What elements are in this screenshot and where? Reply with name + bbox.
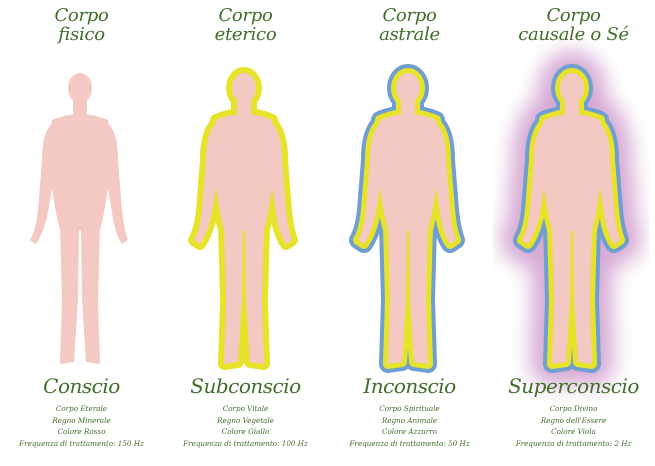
detail-line: Corpo Vitale — [164, 403, 327, 415]
detail-line: Frequenza di trattamento: 100 Hz — [164, 438, 327, 450]
panel-title: Corpo astrale — [328, 6, 491, 44]
detail-line: Regno Vegetale — [164, 415, 327, 427]
detail-line: Frequenza di trattamento: 50 Hz — [328, 438, 491, 450]
detail-line: Regno Animale — [328, 415, 491, 427]
detail-line: Colore Azzurro — [328, 426, 491, 438]
detail-line: Corpo Eterale — [0, 403, 163, 415]
panel-etheric-body: Corpo eterico Subconscio Corpo Vitale Re… — [164, 0, 327, 466]
detail-line: Regno dell'Essere — [492, 415, 655, 427]
detail-line: Frequenza di trattamento: 150 Hz — [0, 438, 163, 450]
panel-details: Corpo Spirituale Regno Animale Colore Az… — [328, 403, 491, 449]
detail-line: Colore Viola — [492, 426, 655, 438]
detail-line: Corpo Divino — [492, 403, 655, 415]
detail-line: Colore Giallo — [164, 426, 327, 438]
panel-astral-body: Corpo astrale Inconscio Corpo Spirituale… — [328, 0, 491, 466]
panel-title: Corpo fisico — [0, 6, 163, 44]
consciousness-state: Inconscio — [328, 374, 491, 398]
detail-line: Colore Rosso — [0, 426, 163, 438]
panel-details: Corpo Vitale Regno Vegetale Colore Giall… — [164, 403, 327, 449]
detail-line: Frequenza di trattamento: 2 Hz — [492, 438, 655, 450]
panel-details: Corpo Eterale Regno Minerale Colore Ross… — [0, 403, 163, 449]
panel-physical-body: Corpo fisico Conscio Corpo Eterale Regno… — [0, 0, 163, 466]
consciousness-state: Subconscio — [164, 374, 327, 398]
panel-title: Corpo eterico — [164, 6, 327, 44]
panel-title: Corpo causale o Sé — [492, 6, 655, 44]
detail-line: Regno Minerale — [0, 415, 163, 427]
consciousness-state: Superconscio — [492, 374, 655, 398]
consciousness-state: Conscio — [0, 374, 163, 398]
panel-details: Corpo Divino Regno dell'Essere Colore Vi… — [492, 403, 655, 449]
panel-causal-body: Corpo causale o Sé Superconscio Corpo Di… — [492, 0, 655, 466]
detail-line: Corpo Spirituale — [328, 403, 491, 415]
